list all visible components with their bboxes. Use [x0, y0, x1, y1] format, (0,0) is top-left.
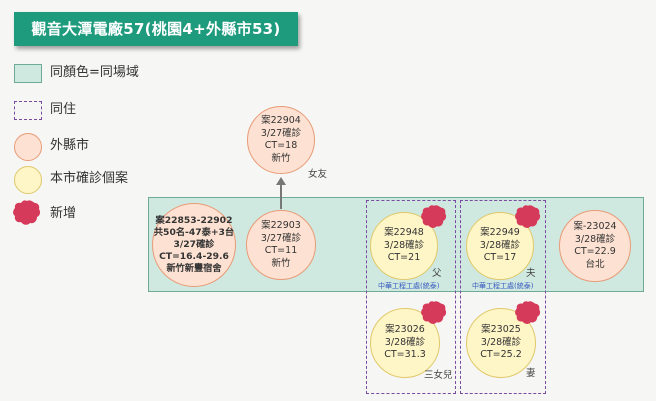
case-ct: CT=21: [387, 252, 421, 264]
case-ct: CT=18: [264, 140, 298, 151]
legend-same-site-label: 同顏色=同場域: [50, 65, 139, 80]
case-node-22903: 案22903 3/27確診 CT=11 新竹: [246, 210, 316, 280]
case-id: 案22904: [261, 115, 301, 126]
case-location: 新竹: [271, 257, 291, 269]
case-count: 共50名-47泰+3台: [153, 227, 235, 238]
case-node-22853-22902: 案22853-22902 共50名-47泰+3台 3/27確診 CT=16.4-…: [152, 203, 236, 287]
case-ct: CT=11: [264, 245, 298, 256]
new-case-icon: [421, 301, 447, 324]
legend-new-case-icon: [13, 200, 41, 225]
case-node-22904: 案22904 3/27確診 CT=18 新竹: [247, 106, 315, 174]
case-date: 3/27確診: [260, 127, 302, 139]
new-case-icon: [515, 205, 541, 228]
case-id: 案23025: [481, 324, 521, 336]
legend-local-case-label: 本市確診個案: [50, 171, 129, 186]
household-box-right: [460, 200, 546, 394]
legend-household-swatch: [14, 101, 42, 120]
arrow-line: [280, 183, 282, 209]
case-location: 台北: [585, 258, 605, 270]
new-case-icon: [515, 301, 541, 324]
case-node-23026: 案23026 3/28確診 CT=31.3: [370, 308, 440, 378]
case-date: 3/28確診: [383, 239, 425, 251]
diagram-title: 觀音大潭電廠57(桃園4+外縣市53): [14, 12, 298, 46]
case-date: 3/27確診: [260, 232, 302, 244]
org-label-left: 中華工程工處(統泰): [378, 282, 440, 290]
case-ct: CT=17: [483, 252, 517, 264]
legend-local-case-swatch: [14, 166, 42, 194]
case-date: 3/27確診: [173, 239, 215, 250]
case-location: 新竹: [271, 152, 291, 164]
case-location: 新竹新豐宿舍: [166, 263, 222, 274]
relation-wife: 妻: [526, 368, 536, 379]
relation-father: 父: [432, 268, 442, 279]
case-ct: CT=25.2: [480, 349, 522, 361]
case-ct: CT=31.3: [384, 349, 426, 361]
household-box-left: [366, 200, 456, 394]
new-case-icon: [421, 205, 447, 228]
case-ct: CT=22.9: [574, 246, 616, 257]
relation-third-daughter: 三女兒: [424, 370, 453, 381]
arrow-head: [276, 177, 286, 185]
case-date: 3/28確診: [574, 233, 616, 245]
case-id: 案23026: [385, 324, 425, 336]
relation-girlfriend: 女友: [308, 169, 328, 180]
legend-other-county-label: 外縣市: [50, 138, 90, 153]
legend-household-label: 同住: [50, 102, 77, 117]
case-node-23024: 案-23024 3/28確診 CT=22.9 台北: [559, 210, 631, 282]
relation-husband: 夫: [526, 268, 536, 279]
case-id: 案22949: [480, 227, 520, 239]
legend-same-site-swatch: [14, 64, 42, 83]
case-date: 3/28確診: [384, 336, 426, 348]
case-id: 案22948: [384, 227, 424, 239]
case-date: 3/28確診: [480, 336, 522, 348]
case-id: 案22853-22902: [155, 215, 233, 226]
legend-other-county-swatch: [14, 133, 42, 161]
case-ct: CT=16.4-29.6: [159, 251, 229, 262]
legend-new-case-label: 新增: [50, 206, 77, 221]
case-id: 案22903: [261, 220, 301, 231]
case-id: 案-23024: [573, 221, 617, 232]
case-date: 3/28確診: [479, 239, 521, 251]
org-label-right: 中華工程工處(統泰): [472, 282, 534, 290]
